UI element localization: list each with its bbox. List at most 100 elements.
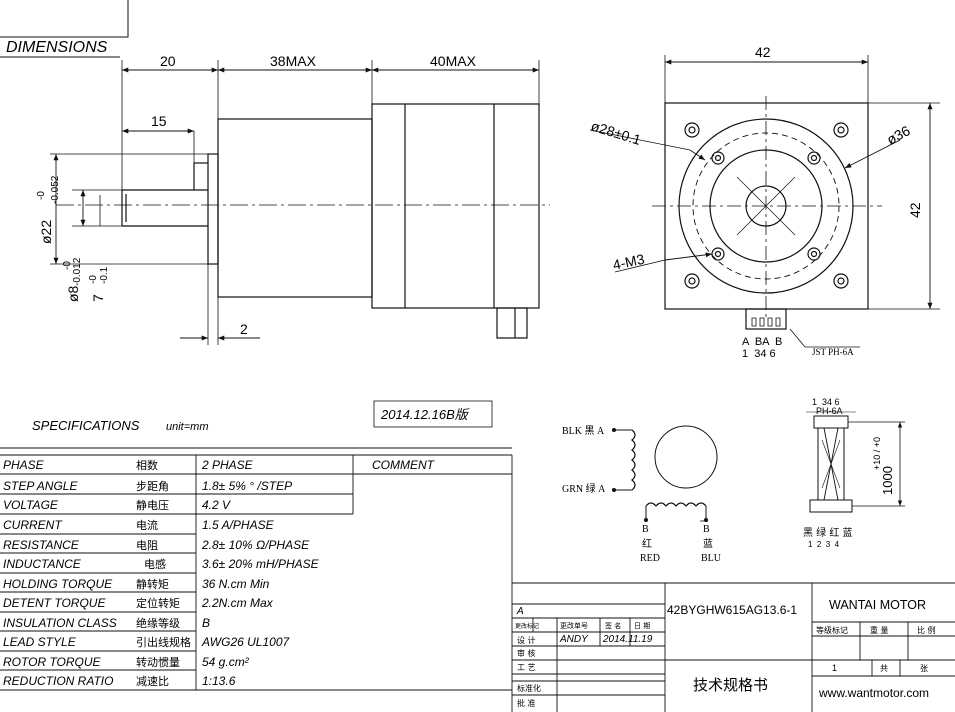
- spec-label-cn: 引出线规格: [136, 635, 191, 649]
- wire-b-cn: 红: [642, 537, 652, 550]
- tb-design: 设 计: [517, 635, 536, 645]
- cable-colors-cn: 黑 绿 红 蓝: [803, 526, 853, 539]
- spec-value: 1:13.6: [202, 674, 236, 688]
- wire-blk: BLK 黑 A: [562, 425, 605, 437]
- spec-value: 2 PHASE: [201, 458, 254, 472]
- spec-value: 2.2N.cm Max: [201, 596, 274, 610]
- spec-label-en: LEAD STYLE: [3, 635, 77, 649]
- spec-value: AWG26 UL1007: [201, 635, 290, 649]
- spec-table-lines: [0, 447, 513, 712]
- key-tol-bot: -0.1: [99, 266, 110, 284]
- cable-length: 1000: [880, 466, 895, 495]
- comment-label: COMMENT: [372, 458, 436, 472]
- dim-width-42: 42: [755, 44, 771, 60]
- spec-label-en: CURRENT: [3, 518, 63, 532]
- bore-dia: ø8: [65, 285, 81, 302]
- spec-label-en: REDUCTION RATIO: [3, 674, 113, 688]
- wire-blu: BLU: [701, 553, 722, 564]
- bore-tol-bot: -0.012: [72, 257, 83, 286]
- spec-label-cn: 减速比: [136, 675, 169, 688]
- cable-drawing: [806, 411, 905, 513]
- tb-model: 42BYGHW615AG13.6-1: [667, 603, 797, 617]
- tb-rev: A: [516, 606, 524, 617]
- dim-screws: 4-M3: [611, 251, 646, 273]
- wire-grn: GRN 绿 A: [562, 482, 606, 495]
- wire-b: B: [642, 524, 649, 535]
- dim-bolt-circle: ø36: [884, 122, 913, 148]
- shaft-dia-tol-bot: -0.052: [50, 175, 61, 204]
- spec-label-cn: 转动惯量: [136, 655, 180, 669]
- dim-2: 2: [240, 321, 248, 337]
- dim-pilot: ø28±0.1: [589, 118, 643, 148]
- spec-label-en: VOLTAGE: [3, 498, 59, 512]
- tb-sign: 签 名: [605, 621, 621, 630]
- pins-bot: 1 34 6: [742, 348, 776, 360]
- title-box: DIMENSIONS: [0, 0, 129, 58]
- dimensions-title: DIMENSIONS: [6, 39, 108, 56]
- side-view-labels: 20 38MAX 40MAX 15 2 ø22 -0 -0.052 ø8 -0 …: [36, 53, 477, 337]
- wire-bbar-cn: 蓝: [703, 538, 713, 550]
- spec-label-en: RESISTANCE: [3, 538, 80, 552]
- tb-scale: 比 例: [917, 625, 936, 635]
- spec-value: 3.6± 20% mH/PHASE: [202, 557, 320, 571]
- spec-value: 4.2 V: [202, 498, 231, 512]
- spec-header: SPECIFICATIONS unit=mm 2014.12.16B版: [32, 400, 493, 433]
- spec-label-cn: 绝缘等级: [136, 616, 180, 630]
- tb-check: 审 核: [517, 648, 536, 658]
- spec-label-cn: 电流: [136, 518, 158, 532]
- spec-label-cn: 电阻: [136, 539, 158, 552]
- tb-page: 张: [920, 664, 928, 673]
- spec-label-cn: 定位转矩: [136, 596, 180, 610]
- dim-15: 15: [151, 113, 167, 129]
- wiring-diagram: [612, 425, 718, 522]
- wiring-labels: BLK 黑 A GRN 绿 A B 红 RED B 蓝 BLU: [562, 425, 722, 564]
- tb-standard: 标准化: [517, 683, 541, 693]
- title-block-text: A 42BYGHW615AG13.6-1 WANTAI MOTOR 更改标记 更…: [515, 598, 936, 708]
- wire-red: RED: [640, 553, 660, 564]
- spec-unit: unit=mm: [166, 421, 209, 433]
- tb-grade: 等级标记: [816, 625, 848, 635]
- tb-mark: 更改标记: [515, 622, 539, 630]
- dim-height-42: 42: [907, 202, 923, 218]
- wire-bbar: B: [703, 524, 710, 535]
- tb-approve: 批 准: [517, 698, 536, 708]
- tb-sheet: 1: [832, 663, 837, 673]
- key-tol-top: -0: [88, 275, 99, 284]
- spec-label-en: INSULATION CLASS: [3, 616, 117, 630]
- spec-label-en: ROTOR TORQUE: [3, 655, 102, 669]
- tb-designer: ANDY: [559, 634, 589, 645]
- dim-20: 20: [160, 53, 176, 69]
- cable-colors-num: 1 2 3 4: [808, 540, 840, 549]
- shaft-dia: ø22: [38, 220, 54, 244]
- front-view: [589, 55, 940, 348]
- key-width: 7: [90, 294, 106, 302]
- tb-date: 日 期: [634, 622, 650, 630]
- cable-pins: 1 34 6: [812, 397, 840, 407]
- spec-value: 1.8± 5% ° /STEP: [202, 479, 292, 493]
- dim-38max: 38MAX: [270, 53, 317, 69]
- connector-label: JST PH-6A: [812, 347, 854, 357]
- title-block-lines: [512, 582, 955, 712]
- tb-process: 工 艺: [517, 663, 536, 672]
- pins-top: A BA B: [742, 336, 782, 348]
- spec-label-cn: 相数: [136, 459, 158, 472]
- spec-label-en: PHASE: [3, 458, 45, 472]
- version-stamp: 2014.12.16B版: [380, 407, 470, 422]
- spec-label-en: DETENT TORQUE: [3, 596, 106, 610]
- bore-tol-top: -0: [62, 261, 73, 270]
- tb-website: www.wantmotor.com: [818, 686, 929, 700]
- spec-value: 36 N.cm Min: [202, 577, 270, 591]
- spec-value: 54 g.cm²: [202, 655, 250, 669]
- tb-doc-title: 技术规格书: [693, 676, 768, 694]
- tb-weight: 重 量: [870, 625, 889, 635]
- tb-company: WANTAI MOTOR: [829, 598, 926, 612]
- spec-value: 1.5 A/PHASE: [202, 518, 275, 532]
- spec-value: B: [202, 616, 210, 630]
- shaft-dia-tol-top: -0: [36, 191, 47, 200]
- spec-label-cn: 电感: [144, 558, 166, 571]
- spec-label-en: INDUCTANCE: [3, 557, 82, 571]
- spec-label-cn: 静转矩: [136, 577, 169, 591]
- dim-40max: 40MAX: [430, 53, 477, 69]
